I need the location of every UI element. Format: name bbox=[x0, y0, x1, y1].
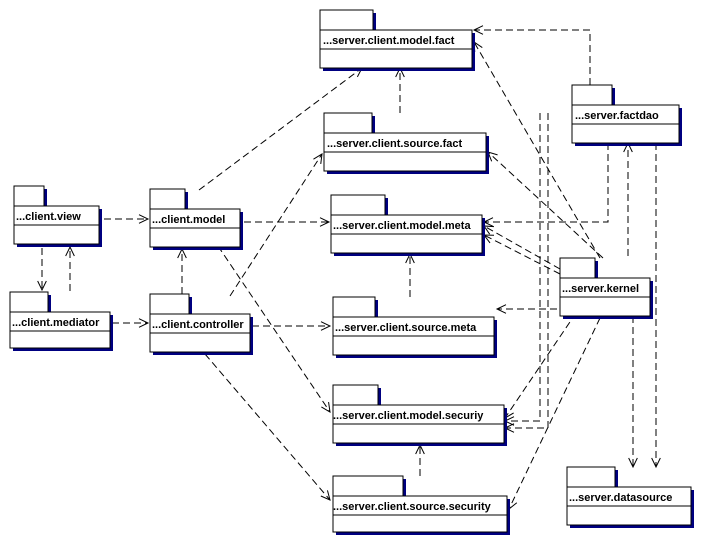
arrow-head bbox=[313, 153, 323, 164]
package-source-meta[interactable]: ...server.client.source.meta bbox=[332, 296, 497, 358]
package-label: ...server.client.model.fact bbox=[323, 35, 455, 47]
package-kernel[interactable]: ...server.kernel bbox=[559, 257, 653, 319]
package-factdao[interactable]: ...server.factdao bbox=[571, 84, 682, 146]
dependency-arrow bbox=[504, 312, 577, 419]
dependency-arrow bbox=[198, 67, 363, 191]
package-source-fact[interactable]: ...server.client.source.fact bbox=[323, 112, 489, 174]
package-label: ...server.client.source.fact bbox=[327, 138, 462, 150]
package-client-view[interactable]: ...client.view bbox=[13, 185, 102, 247]
package-model-meta[interactable]: ...server.client.model.meta bbox=[330, 194, 485, 256]
package-model-fact[interactable]: ...server.client.model.fact bbox=[319, 9, 475, 71]
dependency-arrow bbox=[487, 151, 604, 259]
arrow-head bbox=[628, 457, 638, 469]
package-model-security[interactable]: ...server.client.model.securiy bbox=[332, 384, 507, 446]
dependency-arrow bbox=[204, 353, 331, 501]
arrow-head bbox=[37, 280, 47, 292]
arrow-head bbox=[321, 402, 331, 413]
package-datasource[interactable]: ...server.datasource bbox=[566, 466, 694, 528]
dependency-arrow bbox=[229, 153, 323, 297]
arrow-head bbox=[319, 217, 331, 227]
package-label: ...server.client.model.meta bbox=[333, 220, 471, 232]
package-label: ...server.client.source.security bbox=[333, 501, 492, 513]
arrow-head bbox=[472, 25, 484, 35]
package-label: ...client.model bbox=[152, 214, 225, 226]
dependency-arrow bbox=[483, 234, 561, 275]
dependency-arrow bbox=[505, 113, 541, 422]
package-label: ...client.mediator bbox=[12, 317, 100, 329]
package-label: ...client.controller bbox=[152, 319, 244, 331]
dependency-arrow bbox=[483, 225, 561, 270]
package-source-security[interactable]: ...server.client.source.security bbox=[332, 475, 510, 535]
arrow-head bbox=[138, 214, 150, 224]
package-label: ...server.client.source.meta bbox=[335, 322, 477, 334]
package-label: ...server.factdao bbox=[575, 110, 659, 122]
dependency-arrow bbox=[508, 317, 601, 510]
arrow-head bbox=[482, 225, 495, 235]
arrow-head bbox=[320, 490, 331, 501]
arrow-head bbox=[495, 304, 507, 314]
dependency-arrow bbox=[484, 143, 609, 223]
package-label: ...server.datasource bbox=[569, 492, 672, 504]
package-client-controller[interactable]: ...client.controller bbox=[149, 293, 253, 355]
arrow-head bbox=[482, 234, 495, 244]
dependency-arrow bbox=[473, 41, 601, 259]
package-label: ...client.view bbox=[16, 211, 81, 223]
arrow-head bbox=[651, 457, 661, 469]
arrow-head bbox=[320, 321, 332, 331]
dependency-arrows bbox=[37, 25, 661, 511]
arrow-head bbox=[138, 318, 150, 328]
package-client-mediator[interactable]: ...client.mediator bbox=[9, 291, 113, 351]
package-client-model[interactable]: ...client.model bbox=[149, 188, 243, 250]
dependency-arrow bbox=[217, 245, 331, 413]
dependency-arrow bbox=[474, 29, 591, 85]
package-label: ...server.kernel bbox=[562, 283, 639, 295]
dependency-arrow bbox=[505, 113, 549, 429]
package-label: ...server.client.model.securiy bbox=[333, 410, 484, 422]
